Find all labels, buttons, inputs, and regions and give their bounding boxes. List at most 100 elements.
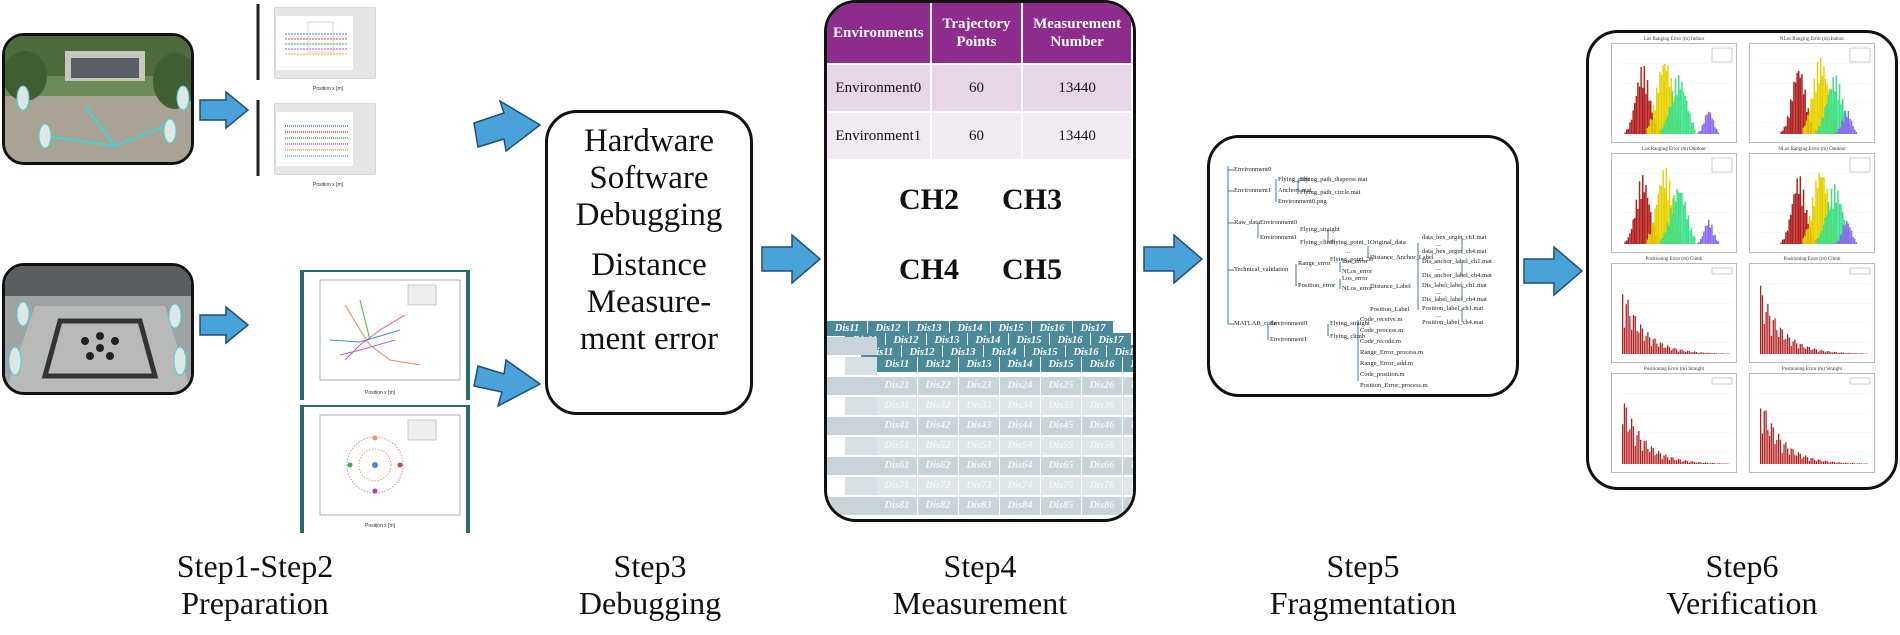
histogram-bar	[1821, 117, 1823, 134]
histogram-bar	[1857, 463, 1859, 464]
step3-line-software: Software	[589, 160, 709, 196]
tree-matlab-env0: Environment0	[1270, 320, 1308, 327]
histogram-bar	[1794, 454, 1796, 464]
histogram-bar	[1815, 92, 1817, 134]
histogram-bars	[1758, 267, 1871, 354]
dis-cell: Dis53	[959, 437, 1000, 455]
histogram-bar	[1808, 110, 1811, 134]
histogram-bar	[1826, 215, 1828, 244]
histogram-bar	[1686, 219, 1688, 244]
histogram-bar	[1835, 202, 1838, 244]
step4-title: Measurement	[892, 585, 1068, 621]
histogram-bar	[1674, 347, 1676, 354]
histogram-bar	[1722, 353, 1725, 354]
tree-matlab-flying-straight: Flying_straight	[1330, 320, 1370, 327]
dis-cell: Dis21	[877, 377, 918, 395]
histogram-bar	[1785, 442, 1787, 464]
histogram-bar	[1802, 238, 1804, 244]
table-row: Environment0 60 13440	[827, 63, 1133, 112]
tree-dots-3: ...	[1436, 265, 1441, 272]
histogram-bar	[1866, 463, 1868, 464]
histogram-bar	[1649, 451, 1651, 464]
histogram-bar	[1721, 463, 1723, 464]
histogram-bar	[1636, 331, 1638, 354]
histogram-bar	[1836, 131, 1838, 134]
histogram-bar	[1711, 224, 1713, 244]
histogram-bar	[1704, 462, 1707, 464]
histogram-bar	[1854, 238, 1856, 244]
histogram-bar	[1673, 101, 1675, 134]
histogram-bar	[1839, 127, 1842, 134]
histogram-bar	[1796, 178, 1798, 244]
histogram-bar	[1645, 440, 1647, 464]
histogram-bar	[1665, 119, 1667, 134]
histogram-bar	[1793, 194, 1795, 244]
histogram-bar	[1690, 461, 1692, 464]
histogram-panel: Los Ranging Error (m) Outdoor	[1611, 147, 1737, 253]
histogram-bar	[1810, 458, 1812, 464]
tree-range-error-add: Range_Error_add.m	[1360, 360, 1413, 367]
histogram-bar	[1687, 111, 1690, 134]
histogram-bar	[1830, 188, 1833, 244]
histogram-bar	[1847, 110, 1850, 134]
dis-cell: Dis64	[1000, 457, 1041, 475]
histogram-bar	[1808, 460, 1810, 464]
histogram-bar	[1703, 462, 1705, 464]
histogram-bar	[1826, 103, 1828, 134]
histogram-bar	[1713, 353, 1716, 354]
histogram-bar	[1635, 199, 1638, 244]
histogram-bar	[1841, 462, 1843, 464]
histogram-bar	[1788, 219, 1790, 244]
histogram-bar	[1712, 120, 1715, 134]
histogram-bar	[1797, 348, 1800, 354]
histogram-bar	[1838, 240, 1840, 244]
cell-env1-points: 60	[930, 111, 1024, 159]
histogram-bar	[1658, 346, 1660, 354]
histogram-bar	[1855, 242, 1858, 244]
dis-cell: Dis66	[1082, 457, 1123, 475]
histogram-bar	[1763, 411, 1765, 464]
channel-ch2: CH2	[899, 183, 959, 216]
histogram-bar	[1845, 113, 1847, 134]
histogram-bar	[1670, 208, 1672, 244]
histogram-bar	[1770, 335, 1773, 354]
histogram-legend	[1711, 157, 1733, 173]
histogram-bar	[1632, 426, 1635, 464]
histogram-bar	[1664, 188, 1666, 244]
tree-position-error-process: Position_Error_process.m	[1360, 382, 1428, 389]
histogram-title: Positioning Error (m) Climb	[1645, 257, 1703, 262]
dis-cell: Dis74	[1000, 477, 1041, 495]
histogram-bar	[1630, 229, 1633, 244]
histogram-bar	[1663, 455, 1665, 464]
histogram-bar	[1799, 344, 1801, 354]
step3-line-ment-error: ment error	[579, 321, 719, 357]
outdoor-trajectory-plot-1: Position x [m]	[253, 2, 383, 94]
dis-cell: Dis37	[1123, 397, 1133, 415]
histogram-bar	[1700, 130, 1702, 134]
histogram-bar	[1683, 460, 1685, 464]
histogram-bar	[1674, 78, 1677, 134]
histogram-bar	[1648, 126, 1650, 134]
histogram-bar	[1832, 461, 1834, 464]
tree-env1: Environment1	[1234, 187, 1272, 194]
histogram-bar	[1812, 349, 1814, 354]
histogram-title: Los Ranging Error (m) Outdoor	[1642, 147, 1706, 152]
histogram-bar	[1708, 219, 1710, 244]
histogram-bar	[1641, 328, 1644, 354]
arrow-step3-to-step4	[761, 233, 822, 285]
histogram-bar	[1844, 462, 1846, 464]
dis-cell: Dis56	[1082, 437, 1123, 455]
histogram-bar	[1672, 348, 1674, 354]
histogram-bar	[1681, 81, 1683, 134]
histogram-bar	[1834, 243, 1837, 244]
histogram-bar	[1792, 341, 1794, 354]
histogram-bar	[1805, 229, 1808, 244]
histogram-bar	[1661, 343, 1663, 354]
histogram-bar	[1662, 170, 1664, 244]
histogram-bar	[1650, 100, 1652, 134]
histogram-bar	[1860, 353, 1863, 354]
histogram-bar	[1676, 349, 1678, 354]
dis-cell: Dis22	[918, 377, 959, 395]
histogram-bar	[1665, 347, 1667, 354]
